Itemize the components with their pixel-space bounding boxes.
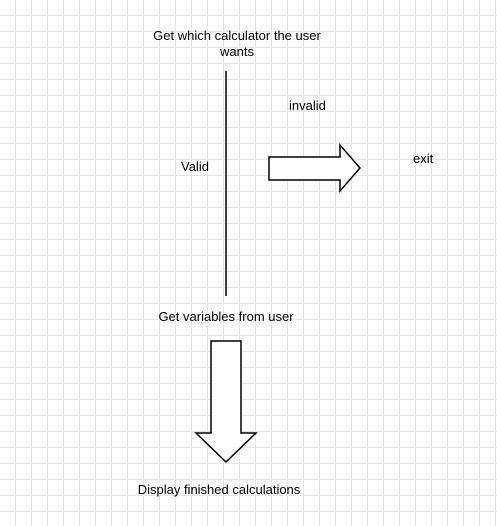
start-node-label: Get which calculator the user wants <box>153 28 321 59</box>
display-node-label: Display finished calculations <box>137 482 301 497</box>
get-variables-node-label: Get variables from user <box>158 309 294 324</box>
invalid-arrow <box>268 142 361 194</box>
invalid-edge-label: invalid <box>289 98 326 113</box>
exit-node-label: exit <box>413 151 434 166</box>
down-arrow <box>194 340 258 464</box>
valid-edge-label: Valid <box>181 159 209 174</box>
